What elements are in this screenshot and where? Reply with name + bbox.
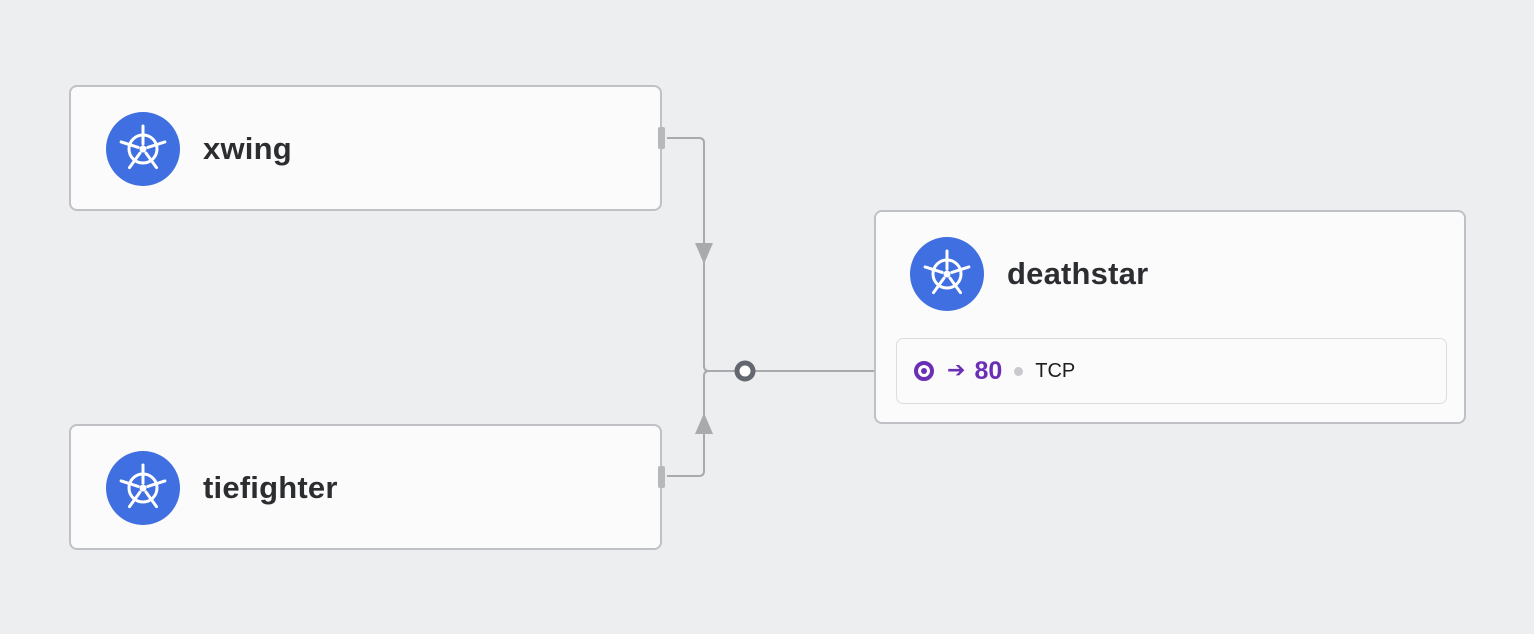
port-number: 80: [974, 356, 1003, 385]
port-protocol: TCP: [1035, 359, 1076, 382]
kubernetes-helm-icon: [106, 451, 180, 525]
node-name: tiefighter: [203, 470, 338, 505]
node-card-deathstar[interactable]: deathstar ➔ 80 TCP: [874, 210, 1466, 424]
edge-tiefighter-deathstar[interactable]: [667, 370, 710, 477]
output-handle[interactable]: [658, 466, 665, 488]
output-handle[interactable]: [658, 127, 665, 149]
port-row-80-tcp[interactable]: ➔ 80 TCP: [896, 338, 1447, 404]
arrow-right-icon: ➔: [947, 358, 966, 383]
kubernetes-helm-icon: [106, 112, 180, 186]
node-card-tiefighter[interactable]: tiefighter: [69, 424, 665, 550]
node-card-xwing[interactable]: xwing: [69, 85, 665, 211]
separator-dot: [1014, 366, 1024, 376]
node-name: xwing: [203, 131, 292, 166]
node-name: deathstar: [1007, 256, 1149, 291]
edge-junction-node[interactable]: [734, 360, 756, 382]
edge-arrow-up: [695, 413, 713, 434]
kubernetes-helm-icon: [910, 237, 984, 311]
edge-arrow-down: [695, 243, 713, 264]
port-target-icon: [914, 361, 934, 381]
